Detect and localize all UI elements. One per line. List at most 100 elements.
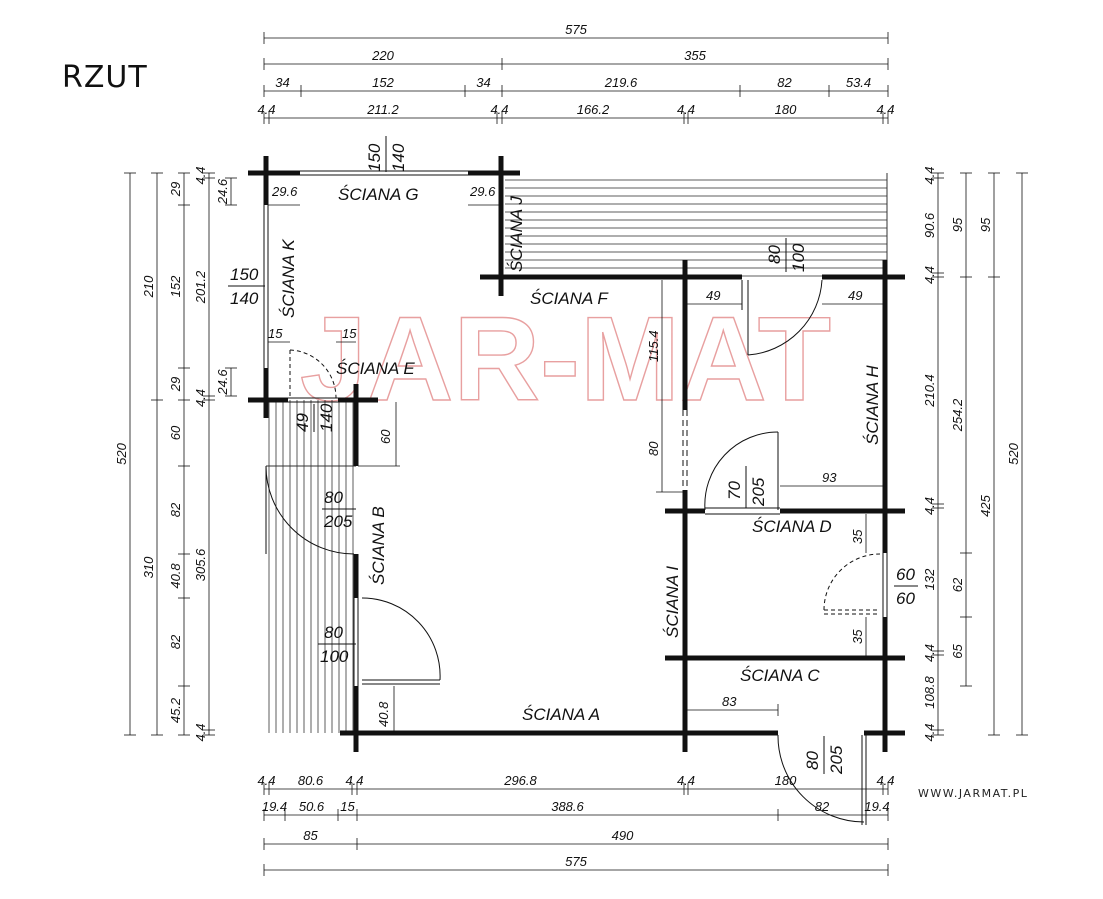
dim-bot-3-0: 85: [303, 828, 318, 843]
wall-h-label: ŚCIANA H: [863, 365, 882, 445]
svg-text:40.8: 40.8: [376, 701, 391, 727]
dim-left-5a-0: 24.6: [215, 178, 230, 205]
opening-a-door: 80 205: [803, 736, 846, 775]
svg-text:205: 205: [749, 477, 768, 507]
opening-b-door: 80 205: [322, 488, 356, 531]
svg-text:49: 49: [848, 288, 862, 303]
dim-left-3-3: 60: [168, 425, 183, 440]
svg-text:29.6: 29.6: [271, 184, 298, 199]
dim-top-3-2: 34: [476, 75, 490, 90]
svg-text:150: 150: [365, 143, 384, 172]
dim-bot-2-0: 19.4: [262, 799, 287, 814]
svg-text:205: 205: [323, 512, 353, 531]
dim-top-3-0: 34: [275, 75, 289, 90]
dim-left-4-1: 201.2: [193, 270, 208, 304]
dim-top-4-5: 180: [775, 102, 797, 117]
wall-c-label: ŚCIANA C: [740, 666, 820, 685]
wall-k-label: ŚCIANA K: [279, 239, 298, 318]
dim-bot-1-3: 296.8: [503, 773, 537, 788]
wall-a-label: ŚCIANA A: [522, 705, 600, 724]
wall-b-label: ŚCIANA B: [369, 506, 388, 585]
dim-top-4-6: 4.4: [876, 102, 894, 117]
svg-text:93: 93: [822, 470, 837, 485]
opening-e-door: 49 140: [293, 403, 336, 432]
dim-left-2-1: 310: [141, 556, 156, 578]
opening-f-door: 80 100: [765, 238, 808, 272]
svg-text:70: 70: [725, 481, 744, 500]
svg-text:100: 100: [789, 243, 808, 272]
wall-f-label: ŚCIANA F: [530, 289, 609, 308]
dim-bot-4-0: 575: [565, 854, 587, 869]
dim-left-1-0: 520: [114, 442, 129, 464]
svg-text:140: 140: [317, 403, 336, 432]
svg-text:35: 35: [850, 529, 865, 544]
dim-right-1-3: 210.4: [922, 374, 937, 408]
plan-title: RZUT: [62, 60, 148, 95]
dim-right-1-0: 4.4: [922, 166, 937, 184]
svg-text:80: 80: [765, 245, 784, 264]
porch-hatch: [266, 400, 356, 733]
walls: [248, 156, 905, 752]
svg-text:140: 140: [389, 143, 408, 172]
dim-left-5b-0: 24.6: [215, 369, 230, 396]
dim-bot-1-0: 4.4: [257, 773, 275, 788]
dim-bot-1-6: 4.4: [876, 773, 894, 788]
dim-right-1-5: 132: [922, 568, 937, 590]
dim-top-2-0: 220: [371, 48, 394, 63]
dim-right-1-1: 90.6: [922, 212, 937, 238]
terrace-hatch: [505, 173, 887, 277]
dim-bot-1-4: 4.4: [677, 773, 695, 788]
svg-text:150: 150: [230, 265, 259, 284]
dim-left-3-7: 45.2: [168, 697, 183, 723]
dim-right-1-7: 108.8: [922, 675, 937, 708]
dim-top-4-1: 211.2: [366, 102, 399, 117]
svg-text:15: 15: [342, 326, 357, 341]
website-label: WWW.JARMAT.PL: [918, 787, 1029, 800]
dim-right-3-1: 425: [978, 494, 993, 516]
svg-text:80: 80: [646, 441, 661, 456]
dim-top-3-5: 53.4: [846, 75, 871, 90]
dim-left-3-5: 40.8: [168, 563, 183, 589]
dim-right-3-0: 95: [978, 217, 993, 232]
dim-right-1-8: 4.4: [922, 723, 937, 741]
wall-g-label: ŚCIANA G: [338, 185, 419, 204]
dim-left-3-2: 29: [168, 377, 183, 392]
svg-text:100: 100: [320, 647, 349, 666]
dim-top-4-0: 4.4: [257, 102, 275, 117]
dim-left-4-3: 305.6: [193, 548, 208, 581]
dim-top-4-2: 4.4: [490, 102, 508, 117]
dim-bot-2-2: 15: [340, 799, 355, 814]
svg-text:60: 60: [896, 589, 915, 608]
dim-right-2-3: 65: [950, 644, 965, 659]
wall-d-label: ŚCIANA D: [752, 517, 832, 536]
dim-left-4-0: 4.4: [193, 166, 208, 184]
dim-bot-2-5: 19.4: [864, 799, 889, 814]
dim-right-2-2: 62: [950, 577, 965, 592]
opening-h-window: 60 60: [894, 565, 918, 608]
dim-bot-2-1: 50.6: [299, 799, 325, 814]
dim-left-3-1: 152: [168, 275, 183, 297]
watermark: JAR-MAT: [300, 292, 831, 426]
svg-text:29.6: 29.6: [469, 184, 496, 199]
svg-text:80: 80: [324, 623, 343, 642]
opening-k-window: 150 140: [228, 265, 265, 308]
svg-text:49: 49: [293, 413, 312, 432]
svg-text:80: 80: [324, 488, 343, 507]
dim-top-4-3: 166.2: [577, 102, 610, 117]
dim-top-4-4: 4.4: [677, 102, 695, 117]
inner-dimensions: 29.6 29.6 15 15 49 49 115.4 80 60 40.8 9…: [268, 184, 884, 732]
opening-b-window: 80 100: [318, 623, 356, 666]
svg-text:140: 140: [230, 289, 259, 308]
svg-text:80: 80: [803, 751, 822, 770]
wall-e-label: ŚCIANA E: [336, 359, 415, 378]
dim-bot-3-1: 490: [612, 828, 634, 843]
dim-top-3-4: 82: [777, 75, 792, 90]
dim-left-2-0: 210: [141, 275, 156, 298]
door-swings: [265, 279, 881, 825]
dim-right-2-0: 95: [950, 217, 965, 232]
dim-left-4-4: 4.4: [193, 723, 208, 741]
dim-bot-2-4: 82: [815, 799, 830, 814]
svg-text:60: 60: [378, 429, 393, 444]
dim-bot-2-3: 388.6: [551, 799, 584, 814]
